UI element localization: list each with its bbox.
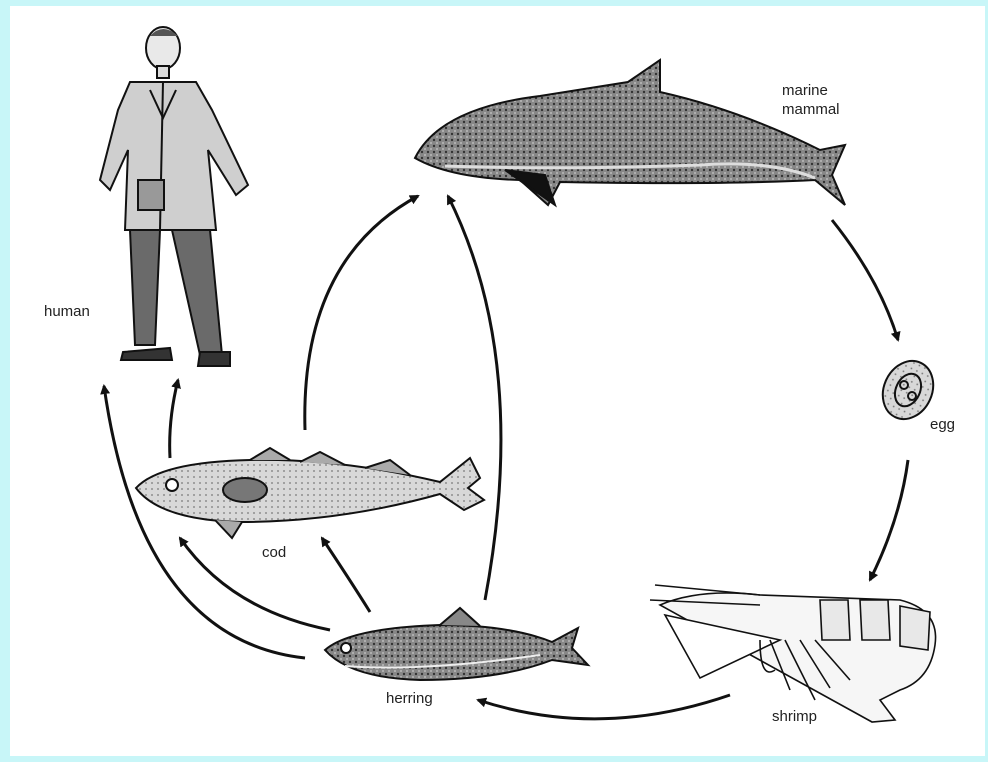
label-cod: cod xyxy=(262,544,286,562)
arrow-cod-to-mammal xyxy=(305,196,418,430)
arrow-mammal-to-egg xyxy=(832,220,898,340)
label-herring: herring xyxy=(386,690,433,708)
shrimp-illustration xyxy=(650,585,936,722)
arrow-herring-to-mammal xyxy=(448,196,501,600)
arrow-egg-to-shrimp xyxy=(870,460,908,580)
label-shrimp: shrimp xyxy=(772,708,817,726)
human-illustration xyxy=(100,27,248,366)
herring-illustration xyxy=(325,608,588,680)
arrow-herring-to-cod-left xyxy=(180,538,330,630)
cod-illustration xyxy=(136,448,484,538)
label-marine-mammal-line2: mammal xyxy=(782,101,840,119)
label-marine-mammal-line1: marine xyxy=(782,82,828,100)
label-human: human xyxy=(44,303,90,321)
arrow-shrimp-to-herring xyxy=(478,695,730,719)
arrow-herring-to-cod-right xyxy=(322,538,370,612)
marine-mammal-illustration xyxy=(415,60,845,205)
arrow-cod-to-human xyxy=(170,380,178,458)
label-egg: egg xyxy=(930,416,955,434)
